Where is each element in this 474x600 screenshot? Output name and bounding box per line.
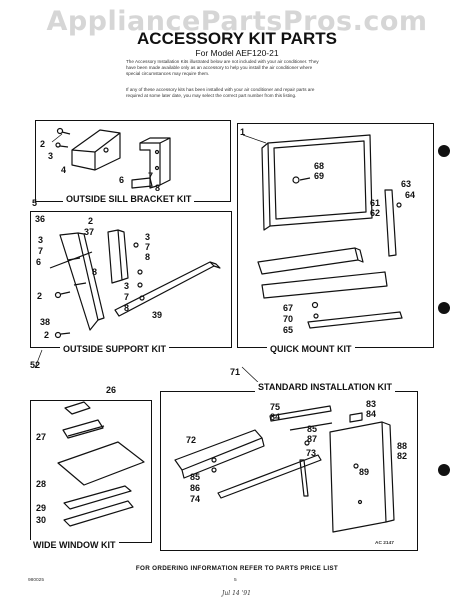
callout-wide-29: 29 <box>36 503 47 513</box>
callout-std-82: 82 <box>397 451 408 461</box>
callout-support-37: 37 <box>84 227 95 237</box>
callout-support-8b: 8 <box>145 252 151 262</box>
sill-bracket-drawing <box>131 137 171 189</box>
kit-number-5: 5 <box>32 198 38 208</box>
support-rail-drawing <box>114 261 221 317</box>
kit-number-71: 71 <box>230 367 241 377</box>
page-number: 5 <box>234 578 237 583</box>
callout-support-7b: 7 <box>145 242 151 252</box>
support-screws-drawing <box>54 242 145 339</box>
figure-code: AC 2147 <box>375 541 394 546</box>
callout-quick-68: 68 <box>314 161 325 171</box>
std-kit-hardware-drawing <box>211 412 363 473</box>
callout-wide-27: 27 <box>36 432 47 442</box>
callout-wide-28: 28 <box>36 479 47 489</box>
wide-window-foam-drawing <box>57 401 145 527</box>
watermark: AppliancePartsPros.com <box>46 6 428 37</box>
quick-mount-sill-drawing <box>257 247 388 299</box>
callout-sill-8: 8 <box>155 183 161 193</box>
callout-sill-6: 6 <box>119 175 125 185</box>
sill-bracket-cover-drawing <box>71 129 121 171</box>
callout-support-2c: 2 <box>44 330 50 340</box>
binder-hole-top <box>438 145 450 157</box>
callout-std-84a: 84 <box>270 412 281 422</box>
intro-paragraph-2: If any of these accessory kits has been … <box>126 87 315 99</box>
outside-sill-bracket-kit-label: OUTSIDE SILL BRACKET KIT <box>63 194 195 204</box>
support-leg-drawing <box>107 229 129 284</box>
callout-support-3a: 3 <box>38 235 44 245</box>
document-code: 980025 <box>28 578 45 583</box>
callout-support-36: 36 <box>35 214 46 224</box>
callout-support-3b: 3 <box>145 232 151 242</box>
std-kit-foam-drawing <box>174 429 265 479</box>
callout-quick-69: 69 <box>314 171 325 181</box>
callout-support-39: 39 <box>152 310 163 320</box>
callout-support-2a: 2 <box>88 216 94 226</box>
quick-mount-kit-label: QUICK MOUNT KIT <box>267 344 355 354</box>
ordering-note: FOR ORDERING INFORMATION REFER TO PARTS … <box>135 565 339 572</box>
leader-1 <box>242 134 267 144</box>
callout-support-38: 38 <box>40 317 51 327</box>
callout-support-8a: 8 <box>92 267 98 277</box>
callout-std-85a: 85 <box>307 424 318 434</box>
callout-std-73: 73 <box>306 448 317 458</box>
quick-mount-side-strip-drawing <box>384 189 402 257</box>
leader-52 <box>34 349 43 369</box>
callout-wide-26: 26 <box>106 385 117 395</box>
std-kit-channel-drawing <box>217 454 322 499</box>
callout-std-84b: 84 <box>366 409 377 419</box>
page-title: ACCESSORY KIT PARTS <box>137 29 337 48</box>
sill-screws-drawing <box>55 127 71 148</box>
callout-sill-7: 7 <box>148 171 154 181</box>
callout-support-8c: 8 <box>124 303 130 313</box>
callout-quick-65: 65 <box>283 325 294 335</box>
support-arm-drawing <box>49 232 105 331</box>
callout-std-72: 72 <box>186 435 197 445</box>
binder-hole-middle <box>438 302 450 314</box>
quick-mount-frame-drawing <box>261 134 373 231</box>
quick-mount-bottom-rail-drawing <box>307 301 403 329</box>
leader-2 <box>51 133 63 143</box>
callout-std-85b: 85 <box>190 472 201 482</box>
callout-sill-4: 4 <box>61 165 67 175</box>
callout-support-6: 6 <box>36 257 42 267</box>
intro-paragraph-1: The Accessory Installation Kits illustra… <box>126 59 319 77</box>
callout-sill-2: 2 <box>40 139 46 149</box>
handwritten-date: Jul 14 '91 <box>222 590 251 597</box>
callout-std-83: 83 <box>366 399 377 409</box>
wide-window-kit-label: WIDE WINDOW KIT <box>30 540 119 550</box>
callout-quick-67: 67 <box>283 303 294 313</box>
callout-quick-63: 63 <box>401 179 412 189</box>
callout-quick-61: 61 <box>370 198 381 208</box>
callout-support-7a: 7 <box>38 246 44 256</box>
std-kit-panel-drawing <box>329 421 395 533</box>
callout-support-3c: 3 <box>124 281 130 291</box>
callout-support-2b: 2 <box>37 291 43 301</box>
callout-quick-64: 64 <box>405 190 416 200</box>
callout-quick-70: 70 <box>283 314 294 324</box>
callout-quick-62: 62 <box>370 208 381 218</box>
callout-std-89: 89 <box>359 467 370 477</box>
callout-std-88: 88 <box>397 441 408 451</box>
callout-wide-30: 30 <box>36 515 47 525</box>
standard-installation-kit-label: STANDARD INSTALLATION KIT <box>255 382 395 392</box>
outside-support-kit-label: OUTSIDE SUPPORT KIT <box>60 344 170 354</box>
callout-std-74: 74 <box>190 494 201 504</box>
callout-std-87: 87 <box>307 434 318 444</box>
callout-support-7c: 7 <box>124 292 130 302</box>
kit-number-52: 52 <box>30 360 41 370</box>
callout-quick-1: 1 <box>240 127 246 137</box>
model-number: For Model AEF120-21 <box>195 48 279 58</box>
std-kit-angle-drawing <box>269 405 333 431</box>
callout-sill-3: 3 <box>48 151 54 161</box>
callout-std-86: 86 <box>190 483 201 493</box>
callout-std-75: 75 <box>270 402 281 412</box>
binder-hole-bottom <box>438 464 450 476</box>
